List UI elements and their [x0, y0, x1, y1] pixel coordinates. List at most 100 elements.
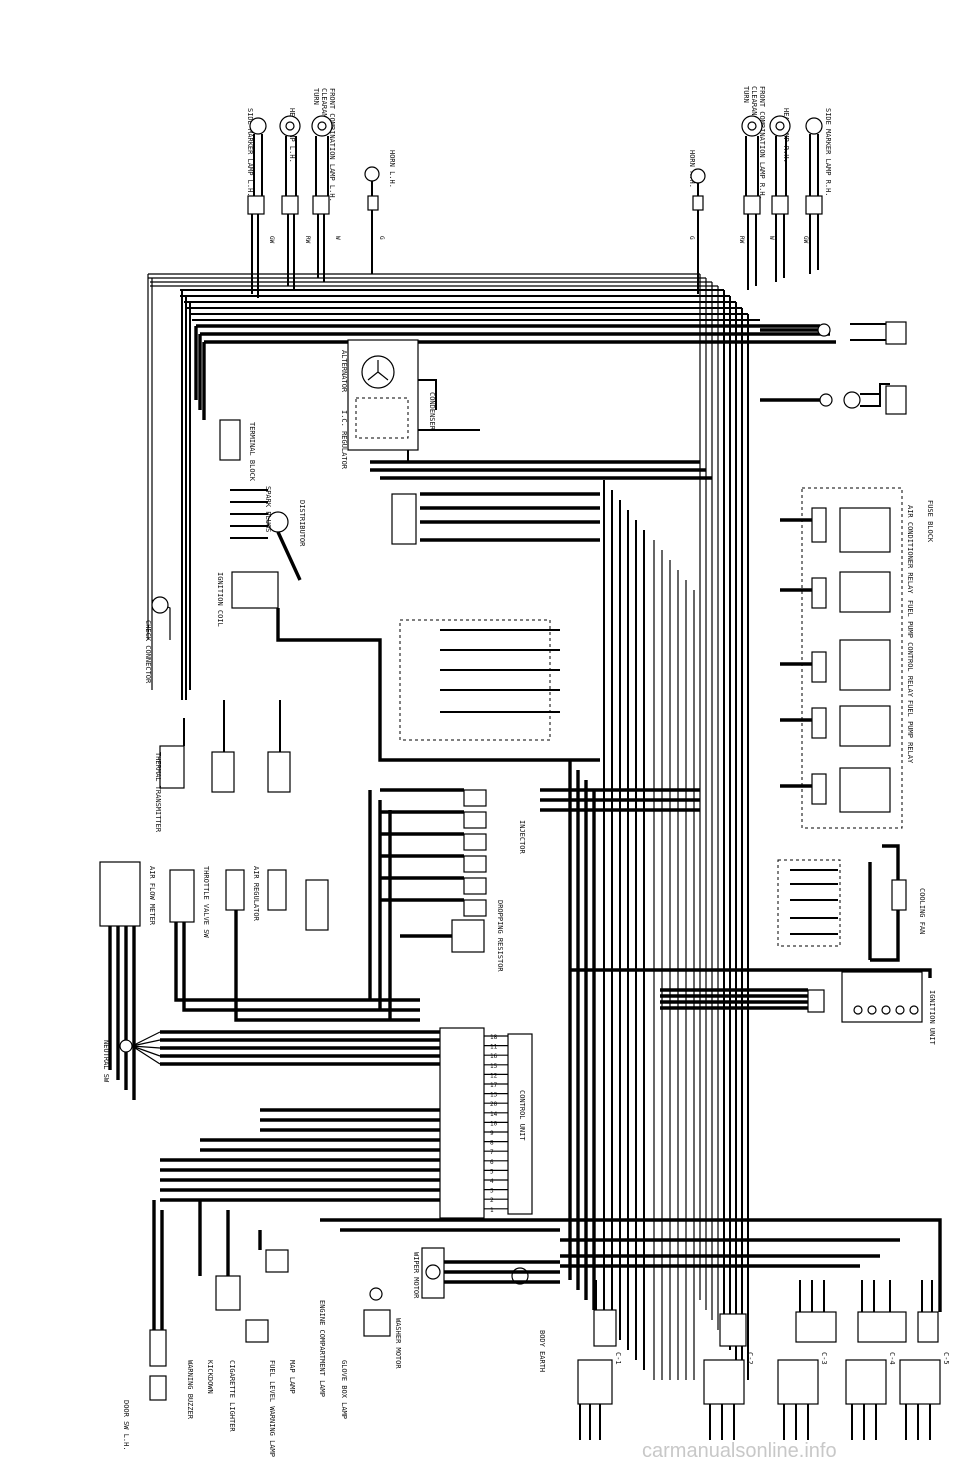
right-relay-column: FUSE BLOCK AIR CONDITIONER RELAY FUEL PU…: [570, 321, 936, 1046]
connector-c2: [703, 1359, 745, 1405]
connector-c5: [899, 1359, 941, 1405]
front-lamps-rh-group: TURN CLEARANCE FRONT COMBINATION LAMP R.…: [688, 86, 832, 294]
label-kickdown: KICKDOWN: [206, 1360, 214, 1394]
label-headlamp-rh: HEADLAMP R.H.: [782, 108, 790, 163]
label-horn-rh: HORN R.H.: [688, 150, 696, 188]
label-engine-compartment-lamp: ENGINE COMPARTMENT LAMP: [318, 1300, 326, 1397]
center-cluster: [391, 492, 600, 741]
alternator-group: ALTERNATOR I.C. REGULATOR CONDENSER: [340, 339, 712, 480]
control-unit-pin-label: 4: [490, 1178, 494, 1185]
svg-text:W: W: [334, 236, 341, 240]
label-distributor: DISTRIBUTOR: [298, 500, 306, 547]
control-unit-pin-label: 3: [490, 1188, 494, 1195]
relay-4: [839, 705, 891, 747]
svg-text:C-5: C-5: [942, 1352, 950, 1365]
label-door-sw-lh: DOOR SW L.H.: [122, 1400, 130, 1451]
relay-3: [839, 639, 891, 691]
control-unit-pin-label: 16: [490, 1053, 498, 1060]
svg-text:G: G: [688, 236, 695, 240]
label-clearance-lh: CLEARANCE: [320, 88, 328, 126]
label-washer-motor: WASHER MOTOR: [394, 1318, 402, 1369]
terminal-block: [219, 419, 241, 461]
label-thermal-transmitter: THERMAL TRANSMITTER: [154, 752, 162, 833]
label-injector: INJECTOR: [518, 820, 526, 855]
control-unit-pin-label: 14: [490, 1111, 498, 1118]
relay-5: [839, 767, 891, 813]
horn-rh-icon: [690, 168, 706, 184]
label-fuel-level-warning-lamp: FUEL LEVEL WARNING LAMP: [268, 1360, 276, 1457]
ignition-group: TERMINAL BLOCK DISTRIBUTOR SPARK PLUGS I…: [144, 419, 600, 762]
cooling-fan-connector: [891, 879, 907, 911]
watermark-text: carmanualsonline.info: [642, 1440, 837, 1462]
label-fuse-block: FUSE BLOCK: [926, 500, 934, 543]
label-dropping-resistor: DROPPING RESISTOR: [496, 900, 504, 972]
svg-text:GW: GW: [268, 236, 275, 244]
svg-text:W: W: [768, 236, 775, 240]
ignition-coil: [231, 571, 279, 609]
main-harness-top: [147, 273, 836, 1380]
svg-text:RW: RW: [304, 236, 311, 244]
control-unit: [439, 1027, 485, 1219]
air-regulator: [225, 869, 245, 911]
control-unit-pin-label: 10: [490, 1120, 498, 1127]
control-unit-pin-label: 15: [490, 1063, 498, 1070]
neutral-switch-group: NEUTRAL SW: [102, 1030, 440, 1083]
svg-text:C-3: C-3: [820, 1352, 828, 1365]
label-horn-lh: HORN L.H.: [388, 150, 396, 188]
label-fuel-pump-control-relay: FUEL PUMP CONTROL RELAY: [906, 600, 914, 698]
side-marker-lamp-lh-icon: [249, 117, 267, 135]
svg-text:RW: RW: [738, 236, 745, 244]
control-unit-pin-label: 5: [490, 1168, 494, 1175]
label-condenser: CONDENSER: [428, 392, 436, 431]
svg-text:C-1: C-1: [614, 1352, 622, 1365]
label-side-marker-lamp-rh: SIDE MARKER LAMP R.H.: [824, 108, 832, 197]
label-warning-buzzer: WARNING BUZZER: [186, 1360, 194, 1420]
svg-text:C-4: C-4: [888, 1352, 896, 1365]
label-front-combination-lamp-rh: FRONT COMBINATION LAMP R.H.: [758, 86, 766, 200]
fuse-block-region: [801, 487, 903, 829]
label-front-combination-lamp-lh: FRONT COMBINATION LAMP L.H.: [328, 88, 336, 202]
label-air-conditioner-relay: AIR CONDITIONER RELAY: [906, 505, 914, 594]
headlamp-relay: [885, 385, 907, 415]
front-lamps-lh-group: FRONT COMBINATION LAMP L.H. CLEARANCE TU…: [246, 88, 396, 298]
control-unit-pin-label: 7: [490, 1149, 494, 1156]
label-map-lamp: MAP LAMP: [288, 1360, 296, 1394]
control-unit-pin-label: 17: [490, 1082, 498, 1089]
control-unit-pin-label: 8: [490, 1140, 494, 1147]
air-flow-meter: [99, 861, 141, 927]
svg-text:C-2: C-2: [746, 1352, 754, 1365]
label-fuel-pump-relay: FUEL PUMP RELAY: [906, 700, 914, 764]
label-spark-plugs: SPARK PLUGS: [264, 486, 272, 532]
label-check-connector: CHECK CONNECTOR: [144, 620, 152, 684]
label-body-earth: BODY EARTH: [538, 1330, 546, 1372]
label-glove-box-lamp: GLOVE BOX LAMP: [340, 1360, 348, 1419]
control-unit-pin-label: 2: [490, 1197, 494, 1204]
control-unit-pin-label: 20: [490, 1101, 498, 1108]
bottom-connectors: C-1 C-2 C-3 C-4 C-5: [560, 1218, 950, 1440]
label-cigarette-lighter: CIGARETTE LIGHTER: [228, 1360, 236, 1432]
label-turn-rh: TURN: [742, 86, 750, 103]
control-unit-group: CONTROL UNIT 181116151217132014109876543…: [160, 1027, 533, 1219]
control-unit-pin-label: 6: [490, 1159, 494, 1166]
check-connector-icon: [151, 596, 169, 614]
thermal-transmitter: [159, 745, 185, 789]
svg-text:GW: GW: [802, 236, 809, 244]
control-unit-pin-label: 12: [490, 1072, 498, 1079]
ignition-unit: [841, 971, 923, 1023]
horn-lh-icon: [364, 166, 380, 182]
label-air-regulator: AIR REGULATOR: [252, 866, 260, 922]
main-harness-vertical: [540, 480, 700, 1380]
label-neutral-sw: NEUTRAL SW: [102, 1040, 110, 1083]
washer-motor: [363, 1309, 391, 1337]
label-wiper-motor: WIPER MOTOR: [412, 1252, 420, 1299]
neutral-switch-icon: [119, 1039, 133, 1053]
control-unit-pin-label: 13: [490, 1092, 498, 1099]
relay-1: [839, 507, 891, 553]
horn-relay: [885, 321, 907, 345]
label-terminal-block: TERMINAL BLOCK: [248, 422, 256, 482]
label-clearance-rh: CLEARANCE: [750, 86, 758, 124]
control-unit-pin-label: 1: [490, 1207, 494, 1214]
label-alternator: ALTERNATOR: [340, 350, 348, 393]
connector-c4: [845, 1359, 887, 1405]
relay-2: [839, 571, 891, 613]
